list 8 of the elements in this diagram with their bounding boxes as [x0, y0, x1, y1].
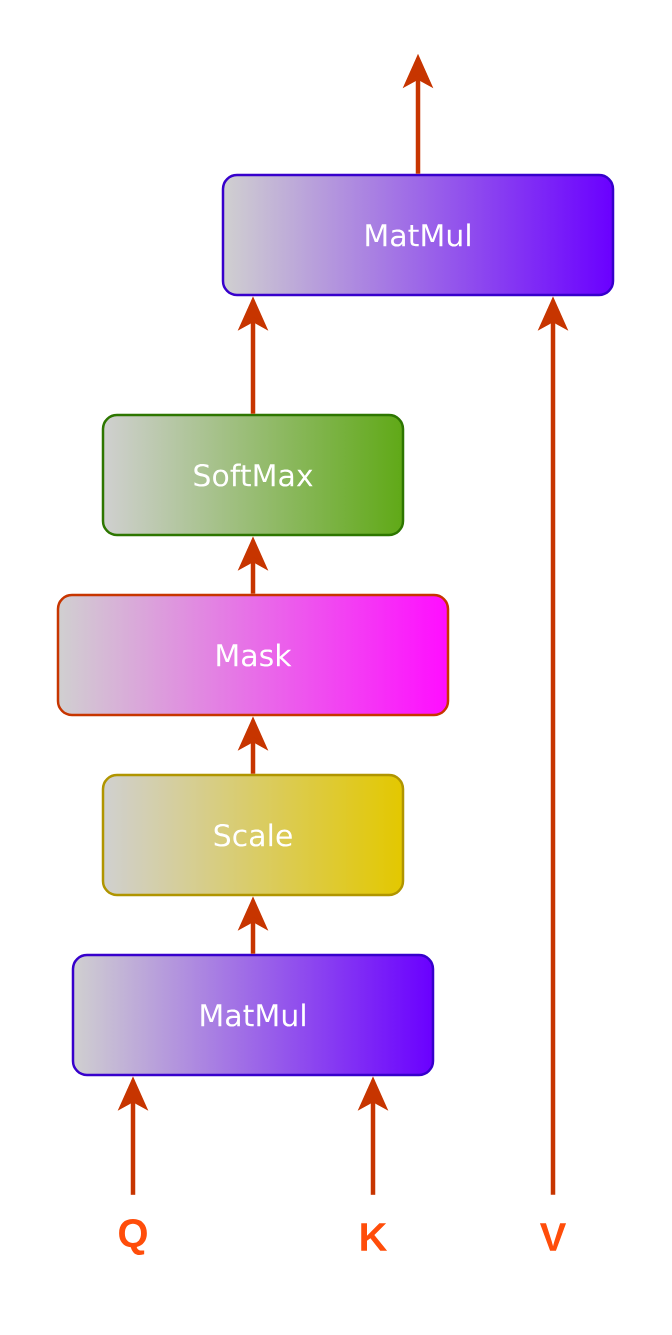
input-label: Q: [119, 1219, 147, 1255]
process-box: MatMul: [71, 953, 435, 1077]
process-box: SoftMax: [101, 413, 405, 537]
input-label: K: [361, 1223, 388, 1251]
process-box: Mask: [56, 593, 450, 717]
process-box: Scale: [101, 773, 405, 897]
process-box: MatMul: [221, 173, 615, 297]
input-label: V: [539, 1223, 567, 1251]
